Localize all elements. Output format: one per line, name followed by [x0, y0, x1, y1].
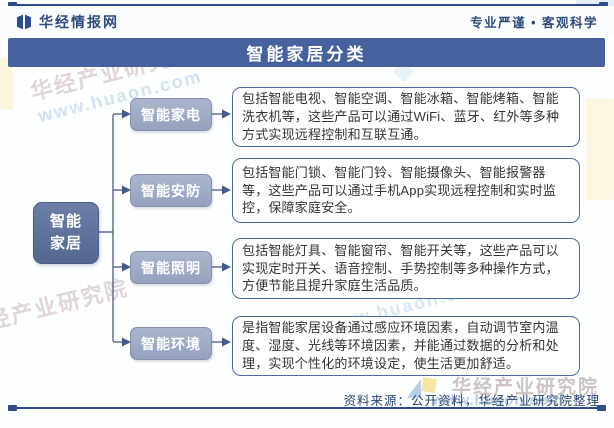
desc-text: 包括智能灯具、智能窗帘、智能开关等，这些产品可以实现定时开关、语音控制、手势控制…: [242, 242, 559, 294]
bottom-rule: [8, 407, 606, 409]
header-bar: 华经情报网 专业严谨 • 客观科学: [0, 6, 614, 37]
brand-logo-icon: [17, 14, 31, 29]
desc-box-appliance: 包括智能电视、智能空调、智能冰箱、智能烤箱、智能洗衣机等，这些产品可以通过WiF…: [232, 87, 580, 147]
desc-text: 包括智能门锁、智能门铃、智能摄像头、智能报警器等，这些产品可以通过手机App实现…: [242, 164, 557, 216]
watermark-yellow-left: [0, 58, 13, 110]
desc-text: 是指智能家居设备通过感应环境因素，自动调节室内温度、湿度、光线等环境因素，并能通…: [242, 320, 559, 371]
bottom-rule-cap-left: [8, 405, 17, 411]
branch-label: 智能家电: [141, 106, 201, 123]
top-rule-cap-right: [599, 2, 608, 8]
branch-node-lighting: 智能照明: [130, 251, 212, 284]
title-bar: 智能家居分类: [8, 38, 605, 67]
header-slogan: 专业严谨 • 客观科学: [470, 16, 598, 30]
root-node-label: 智能家居: [49, 212, 82, 253]
desc-box-security: 包括智能门锁、智能门铃、智能摄像头、智能报警器等，这些产品可以通过手机App实现…: [232, 158, 580, 223]
branch-node-environment: 智能环境: [130, 327, 212, 360]
desc-box-lighting: 包括智能灯具、智能窗帘、智能开关等，这些产品可以实现定时开关、语音控制、手势控制…: [232, 238, 580, 299]
branch-node-security: 智能安防: [130, 174, 212, 207]
branch-label: 智能照明: [141, 259, 201, 276]
brand-name: 华经情报网: [39, 13, 119, 30]
top-rule: [8, 4, 606, 6]
watermark-org-midleft: 华经产业研究院: [0, 275, 131, 340]
bottom-rule-cap-right: [597, 405, 606, 411]
root-node: 智能家居: [33, 202, 99, 264]
watermark-yellow-right: [586, 98, 614, 200]
branch-node-appliance: 智能家电: [130, 98, 212, 131]
desc-box-environment: 是指智能家居设备通过感应环境因素，自动调节室内温度、湿度、光线等环境因素，并能通…: [232, 316, 580, 376]
top-rule-cap-left: [8, 2, 17, 8]
arrowheads: [122, 109, 231, 347]
branch-label: 智能安防: [141, 182, 201, 199]
brand: 华经情报网: [16, 12, 119, 32]
desc-text: 包括智能电视、智能空调、智能冰箱、智能烤箱、智能洗衣机等，这些产品可以通过WiF…: [242, 91, 560, 142]
watermark-logo-icon: [407, 377, 437, 398]
branch-label: 智能环境: [141, 335, 201, 352]
page-title: 智能家居分类: [246, 45, 367, 64]
footer-source: 资料来源：公开资料，华经产业研究院整理: [343, 394, 600, 408]
